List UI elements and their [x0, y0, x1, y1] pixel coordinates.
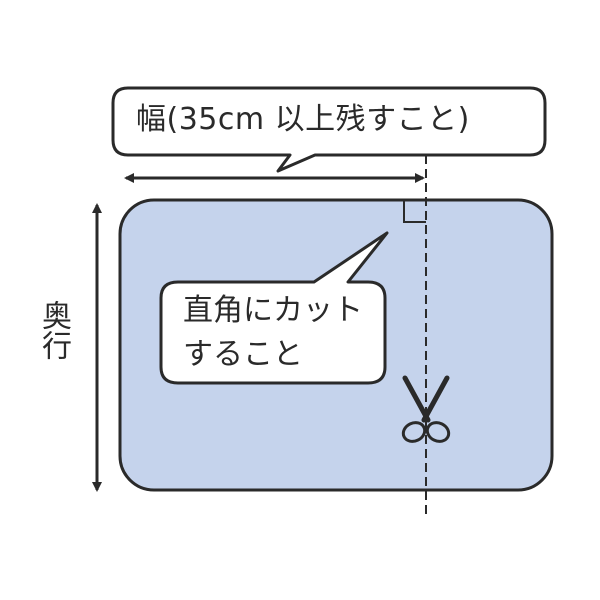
cut-instruction-line-1: 直角にカット — [183, 293, 363, 328]
cut-callout-bubble — [159, 231, 389, 385]
right-angle-marker — [403, 200, 426, 223]
scissors-icon — [401, 375, 451, 443]
cut-instruction-line-2: すること — [183, 337, 303, 372]
cut-instruction-label: 直角にカット すること — [183, 289, 363, 377]
depth-label: 奥行 — [36, 300, 71, 360]
width-callout-bubble — [111, 86, 547, 173]
width-label: 幅(35cm 以上残すこと) — [136, 102, 470, 137]
